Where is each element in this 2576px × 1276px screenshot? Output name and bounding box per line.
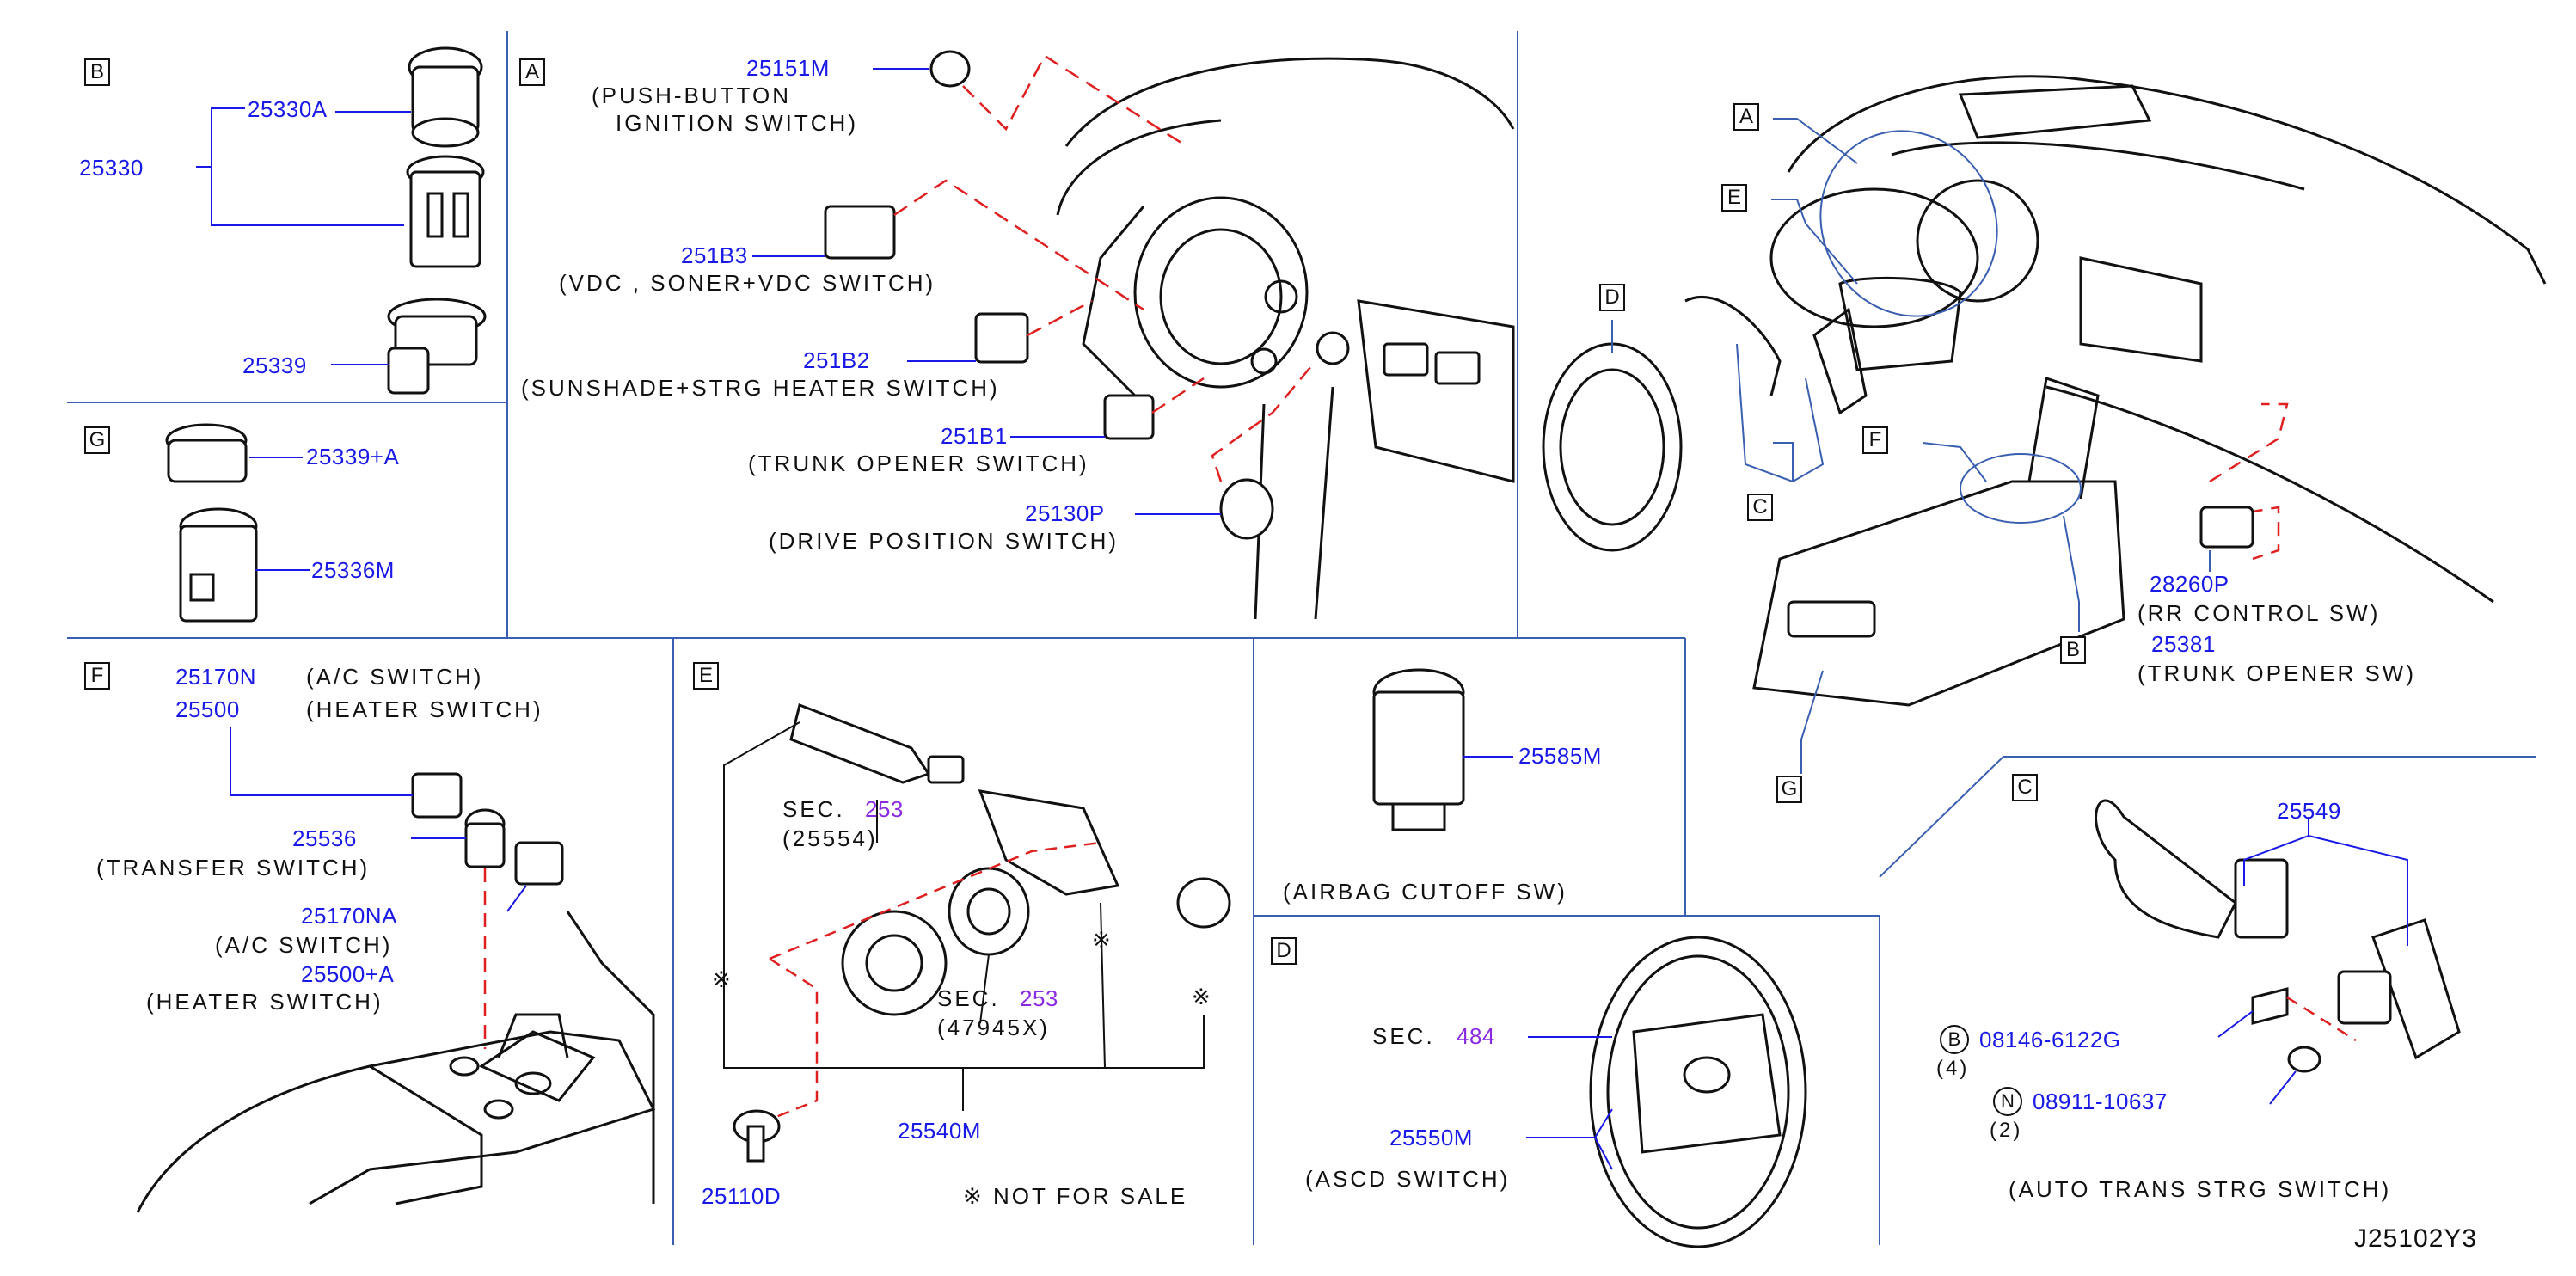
overview-key-c: C: [1747, 494, 1773, 521]
part-25381: 25381: [2151, 631, 2216, 657]
bolt-qty: (4): [1936, 1057, 1970, 1080]
label-heater-switch: (HEATER SWITCH): [306, 696, 543, 722]
g-part-illustrations: [165, 423, 258, 623]
part-25110d: 25110D: [702, 1183, 782, 1209]
label-airbag-cutoff-sw: (AIRBAG CUTOFF SW): [1283, 879, 1567, 905]
f-leader-lines: [230, 727, 527, 912]
sec-sub-25554: (25554): [782, 825, 878, 851]
bolt-mark: B: [1940, 1025, 1969, 1054]
sec-prefix-1: SEC.: [782, 796, 845, 822]
overview-key-f: F: [1862, 426, 1888, 454]
d-leader-lines: [1526, 1036, 1613, 1170]
part-25170n: 25170N: [175, 664, 257, 690]
sec-prefix-d: SEC.: [1372, 1023, 1435, 1049]
label-ac-switch-2: (A/C SWITCH): [215, 932, 393, 958]
part-25130p: 25130P: [1025, 500, 1105, 526]
not-for-sale-mark-2: ※: [1092, 927, 1113, 953]
overview-key-b: B: [2060, 636, 2086, 664]
overview-key-a: A: [1733, 103, 1759, 131]
sec-prefix-2: SEC.: [937, 985, 1000, 1011]
label-vdc-switch: (VDC , SONER+VDC SWITCH): [559, 270, 936, 296]
label-trunk-opener-switch: (TRUNK OPENER SWITCH): [748, 451, 1089, 476]
label-ignition-switch: IGNITION SWITCH): [616, 110, 858, 136]
section-key-b: B: [84, 58, 110, 86]
section-key-c: C: [2012, 774, 2038, 801]
part-25339a: 25339+A: [306, 444, 400, 469]
b-leader-lines: [196, 107, 411, 365]
section-key-g: G: [84, 426, 110, 454]
part-25336m: 25336M: [311, 557, 395, 583]
part-251b2: 251B2: [803, 347, 870, 373]
label-sunshade-switch: (SUNSHADE+STRG HEATER SWITCH): [521, 375, 1000, 401]
section-key-a: A: [519, 58, 545, 86]
e-bracket-lines: [723, 721, 1205, 1111]
panel-dividers: [67, 31, 2536, 1245]
nut-mark: N: [1993, 1087, 2022, 1116]
a-leader-lines: [752, 68, 1221, 515]
label-heater-switch-2: (HEATER SWITCH): [146, 989, 383, 1015]
part-28260p: 28260P: [2150, 571, 2229, 597]
nut-qty: (2): [1990, 1119, 2023, 1142]
part-08146-6122g: 08146-6122G: [1979, 1027, 2121, 1052]
label-ascd-switch: (ASCD SWITCH): [1305, 1166, 1511, 1192]
label-rr-control-sw: (RR CONTROL SW): [2137, 600, 2381, 626]
part-251b3: 251B3: [681, 242, 748, 268]
part-25339: 25339: [242, 353, 307, 378]
overview-dashboard-illustration: [1542, 75, 2547, 707]
f-switch-illustrations: [411, 772, 564, 886]
label-trunk-opener-sw: (TRUNK OPENER SW): [2137, 660, 2416, 686]
section-key-f: F: [84, 662, 110, 690]
sec-ref-484: 484: [1457, 1023, 1495, 1049]
label-drive-position-switch: (DRIVE POSITION SWITCH): [769, 528, 1119, 554]
label-auto-trans-strg-switch: (AUTO TRANS STRG SWITCH): [2009, 1176, 2392, 1202]
e-dashed-guides: [769, 841, 1101, 1120]
overview-key-e: E: [1721, 184, 1747, 212]
not-for-sale-mark-1: ※: [712, 966, 733, 992]
part-25330: 25330: [79, 155, 144, 181]
section-key-e: E: [693, 662, 719, 690]
f-console-illustration: [136, 911, 656, 1213]
part-25550m: 25550M: [1389, 1125, 1473, 1150]
part-25170na: 25170NA: [301, 903, 397, 929]
label-transfer-switch: (TRANSFER SWITCH): [96, 855, 371, 880]
label-ac-switch: (A/C SWITCH): [306, 664, 484, 690]
lighter-part-illustrations: [387, 46, 487, 395]
airbag-switch-illustration: [1372, 668, 1465, 831]
part-25536: 25536: [292, 825, 357, 851]
c-paddle-illustration: [2095, 799, 2461, 1073]
not-for-sale-mark-3: ※: [1192, 984, 1213, 1009]
e-illustration: [733, 702, 1231, 1163]
c-dashed-guide: [2286, 996, 2357, 1042]
part-25540m: 25540M: [898, 1118, 981, 1144]
sec-ref-253-a: 253: [865, 796, 904, 822]
overview-key-d: D: [1599, 284, 1625, 311]
g-leader-lines: [249, 457, 310, 571]
a-dashed-guides: [893, 54, 1316, 482]
sec-ref-253-b: 253: [1020, 985, 1058, 1011]
part-25500a: 25500+A: [301, 961, 395, 987]
part-25330a: 25330A: [248, 96, 328, 122]
note-not-for-sale: ※ NOT FOR SALE: [963, 1183, 1188, 1209]
part-25585m: 25585M: [1518, 743, 1602, 769]
section-key-d: D: [1271, 937, 1297, 965]
d-steering-wheel: [1589, 936, 1807, 1248]
overview-key-g: G: [1776, 776, 1802, 803]
overview-callout-lines: [1611, 118, 2211, 774]
part-25549: 25549: [2277, 798, 2341, 824]
part-25151m: 25151M: [746, 55, 830, 81]
sec-sub-47945x: (47945X): [937, 1015, 1050, 1040]
part-251b1: 251B1: [941, 423, 1008, 449]
diagram-code: J25102Y3: [2354, 1224, 2478, 1253]
part-08911-10637: 08911-10637: [2033, 1089, 2168, 1114]
a-switch-illustrations: [824, 50, 1274, 540]
label-push-button: (PUSH-BUTTON: [592, 83, 791, 108]
part-25500: 25500: [175, 696, 240, 722]
c-leader-lines: [2217, 817, 2408, 1105]
overview-rr-switch: [2199, 506, 2254, 549]
a-dashboard-illustration: [1056, 57, 1515, 620]
